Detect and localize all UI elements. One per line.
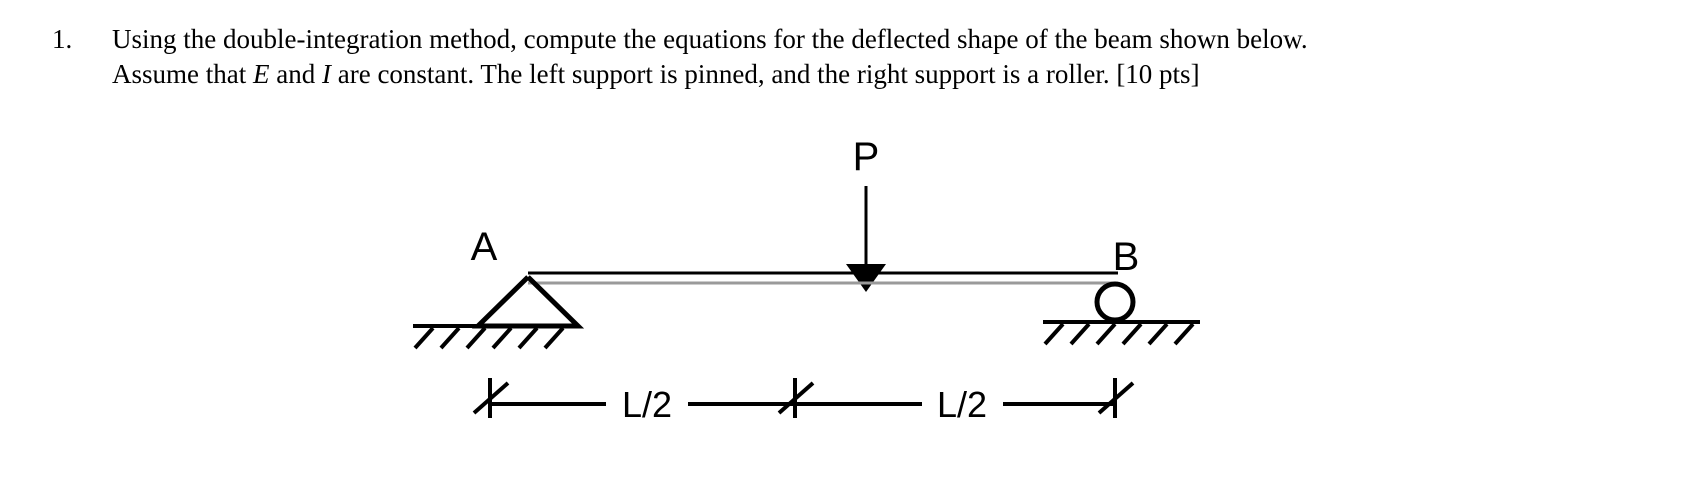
pinned-support-hatching <box>413 326 565 350</box>
dimension-tick-middle <box>777 378 815 418</box>
roller-support-hatching <box>1043 322 1195 346</box>
variable-e: E <box>253 59 270 89</box>
problem-number: 1. <box>52 24 73 54</box>
load-label-p: P <box>853 135 880 179</box>
pinned-support <box>413 275 585 350</box>
dimension-tick-right <box>1097 378 1135 418</box>
problem-line-2-text-c: are constant. The left support is pinned… <box>330 59 1200 89</box>
roller-support-circle <box>1094 281 1136 323</box>
support-label-b: B <box>1113 235 1140 279</box>
dimension-label-right: L/2 <box>937 384 987 425</box>
support-label-a: A <box>471 225 498 269</box>
variable-i: I <box>321 59 331 89</box>
dimension-line-group: L/2 L/2 <box>472 378 1135 425</box>
beam-member <box>528 271 1118 285</box>
problem-line-2-text-a: Assume that <box>112 59 253 89</box>
roller-support <box>1043 281 1200 346</box>
problem-line-2-text-b: and <box>269 59 322 89</box>
problem-line-1: Using the double-integration method, com… <box>112 24 1308 54</box>
problem-line-2: Assume that E and I are constant. The le… <box>112 57 1472 92</box>
point-load-arrow <box>846 186 886 292</box>
dimension-tick-left <box>472 378 510 418</box>
dimension-label-left: L/2 <box>622 384 672 425</box>
load-arrow-head <box>846 264 886 292</box>
problem-body: Using the double-integration method, com… <box>112 22 1472 92</box>
